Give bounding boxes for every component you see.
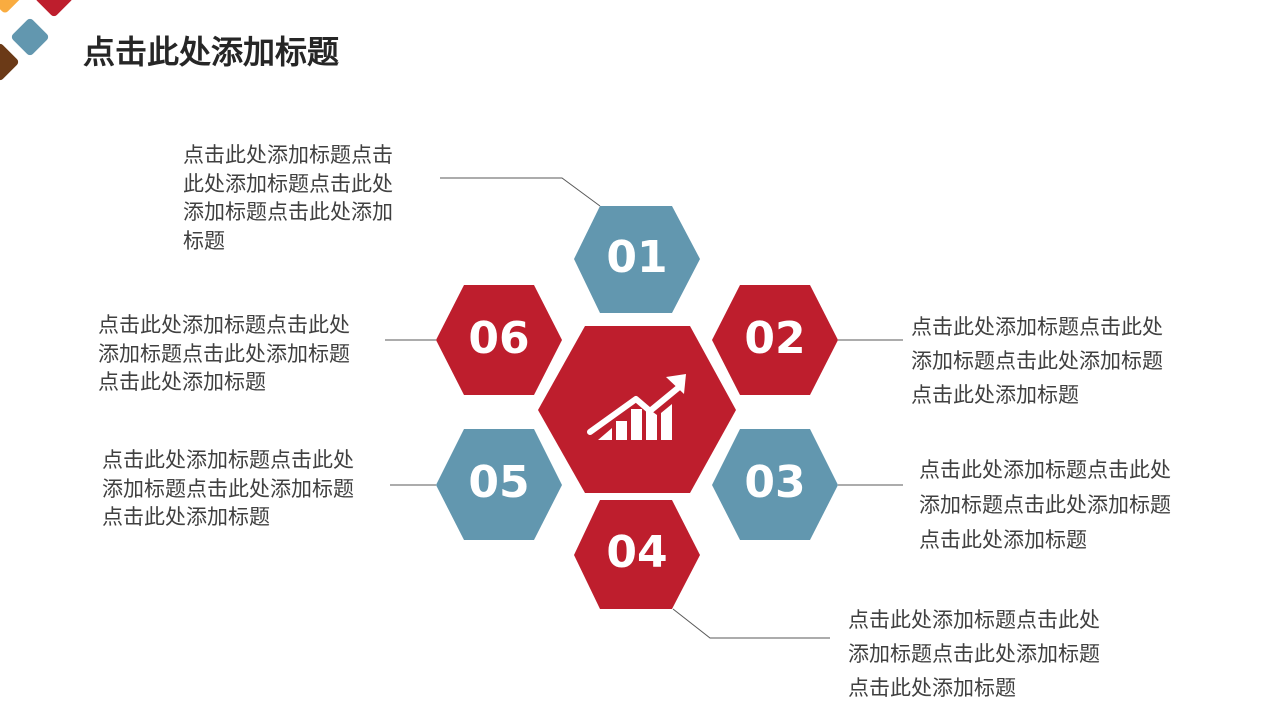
logo-tile-blue: [11, 18, 49, 56]
hexagon-03[interactable]: [712, 429, 838, 540]
hexagon-05[interactable]: [436, 429, 562, 540]
logo-tile-orange: [0, 0, 25, 13]
slide-title[interactable]: 点击此处添加标题: [83, 33, 340, 71]
description-03[interactable]: 点击此处添加标题点击此处 添加标题点击此处添加标题 点击此处添加标题: [919, 458, 1171, 552]
hexagon-label-01: 01: [606, 232, 668, 283]
hexagon-02[interactable]: [712, 285, 838, 395]
description-01[interactable]: 点击此处添加标题点击 此处添加标题点击此处 添加标题点击此处添加 标题: [183, 143, 393, 253]
hexagon-label-03: 03: [744, 457, 806, 508]
description-05[interactable]: 点击此处添加标题点击此处 添加标题点击此处添加标题 点击此处添加标题: [102, 448, 354, 529]
logo-tiles-icon: [0, 0, 73, 81]
hexagon-label-02: 02: [744, 313, 806, 364]
hexagon-label-04: 04: [606, 527, 668, 578]
logo-tile-red: [35, 0, 73, 17]
description-04[interactable]: 点击此处添加标题点击此处 添加标题点击此处添加标题 点击此处添加标题: [848, 608, 1100, 700]
description-02[interactable]: 点击此处添加标题点击此处 添加标题点击此处添加标题 点击此处添加标题: [911, 315, 1163, 407]
connector-01: [440, 177, 601, 207]
logo-tile-brown: [0, 43, 19, 81]
hexagon-04[interactable]: [574, 500, 700, 609]
description-06[interactable]: 点击此处添加标题点击此处 添加标题点击此处添加标题 点击此处添加标题: [98, 313, 350, 394]
chart-growth-icon: [587, 374, 686, 440]
hexagon-06[interactable]: [436, 285, 562, 395]
hexagon-01[interactable]: [574, 206, 700, 313]
hexagon-label-05: 05: [468, 457, 530, 508]
hexagon-label-06: 06: [468, 313, 530, 364]
connector-04: [672, 608, 830, 639]
